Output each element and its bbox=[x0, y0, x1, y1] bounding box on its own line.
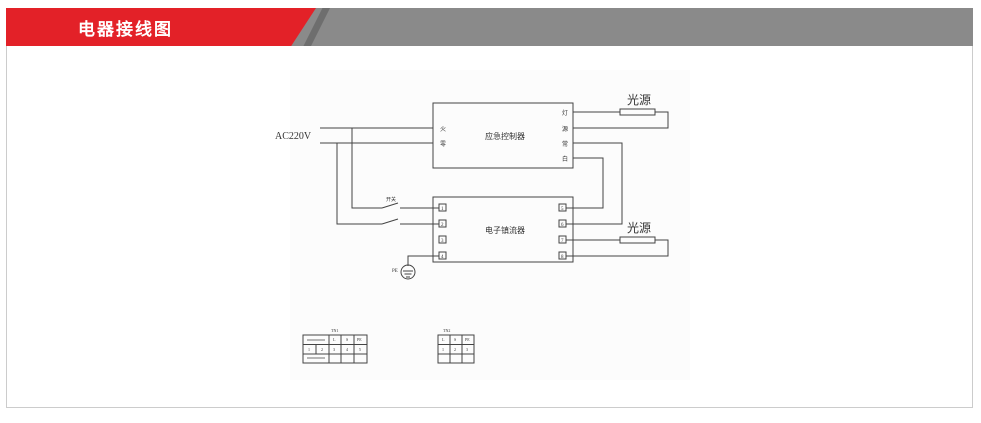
table-cell: 4 bbox=[346, 347, 348, 352]
ground-icon bbox=[400, 264, 416, 280]
table-cell: 3 bbox=[333, 347, 335, 352]
table-cell: S bbox=[346, 337, 348, 342]
header-red-banner bbox=[6, 8, 316, 46]
controller-terminal: 零 bbox=[440, 141, 446, 148]
lamp-label: 光源 bbox=[627, 93, 651, 107]
ballast-terminal: 8 bbox=[561, 255, 564, 260]
table-cell: 3 bbox=[466, 347, 468, 352]
ballast-terminal: 4 bbox=[441, 255, 444, 260]
ground-label: PE bbox=[392, 269, 398, 274]
table-title: TN1 bbox=[331, 328, 338, 333]
table-title: TN2 bbox=[443, 328, 450, 333]
table-cell: PE bbox=[465, 337, 470, 342]
electronic-ballast-box bbox=[432, 196, 574, 263]
lamp-label: 光源 bbox=[627, 221, 651, 235]
table-cell: 1 bbox=[308, 347, 310, 352]
ballast-terminal: 3 bbox=[441, 239, 444, 244]
ballast-terminal: 5 bbox=[561, 207, 564, 212]
table-cell: 1 bbox=[442, 347, 444, 352]
lamp-icon bbox=[619, 108, 656, 116]
controller-terminal: 源 bbox=[562, 125, 568, 133]
table-cell: 2 bbox=[454, 347, 456, 352]
controller-terminal: 火 bbox=[440, 126, 446, 133]
table-cell: 5 bbox=[359, 347, 361, 352]
lamp-icon bbox=[619, 236, 656, 244]
controller-terminal: 白 bbox=[562, 155, 568, 163]
ballast-terminal: 1 bbox=[441, 207, 444, 212]
ballast-terminal: 7 bbox=[561, 239, 564, 244]
ballast-terminal: 2 bbox=[441, 223, 444, 228]
controller-name: 应急控制器 bbox=[485, 131, 525, 141]
ballast-terminal: 6 bbox=[561, 223, 564, 228]
switch-label: 开关 bbox=[386, 196, 396, 203]
table-cell: PE bbox=[357, 337, 362, 342]
controller-terminal: 常 bbox=[562, 140, 568, 148]
page-title: 电器接线图 bbox=[78, 20, 173, 39]
table-cell: L bbox=[333, 337, 336, 342]
emergency-controller-box bbox=[432, 102, 574, 169]
table-cell: S bbox=[454, 337, 456, 342]
power-label: AC220V bbox=[275, 131, 312, 142]
table-cell: L bbox=[442, 337, 445, 342]
controller-terminal: 灯 bbox=[562, 109, 568, 117]
table-cell: 2 bbox=[321, 347, 323, 352]
ballast-name: 电子镇流器 bbox=[485, 225, 525, 235]
